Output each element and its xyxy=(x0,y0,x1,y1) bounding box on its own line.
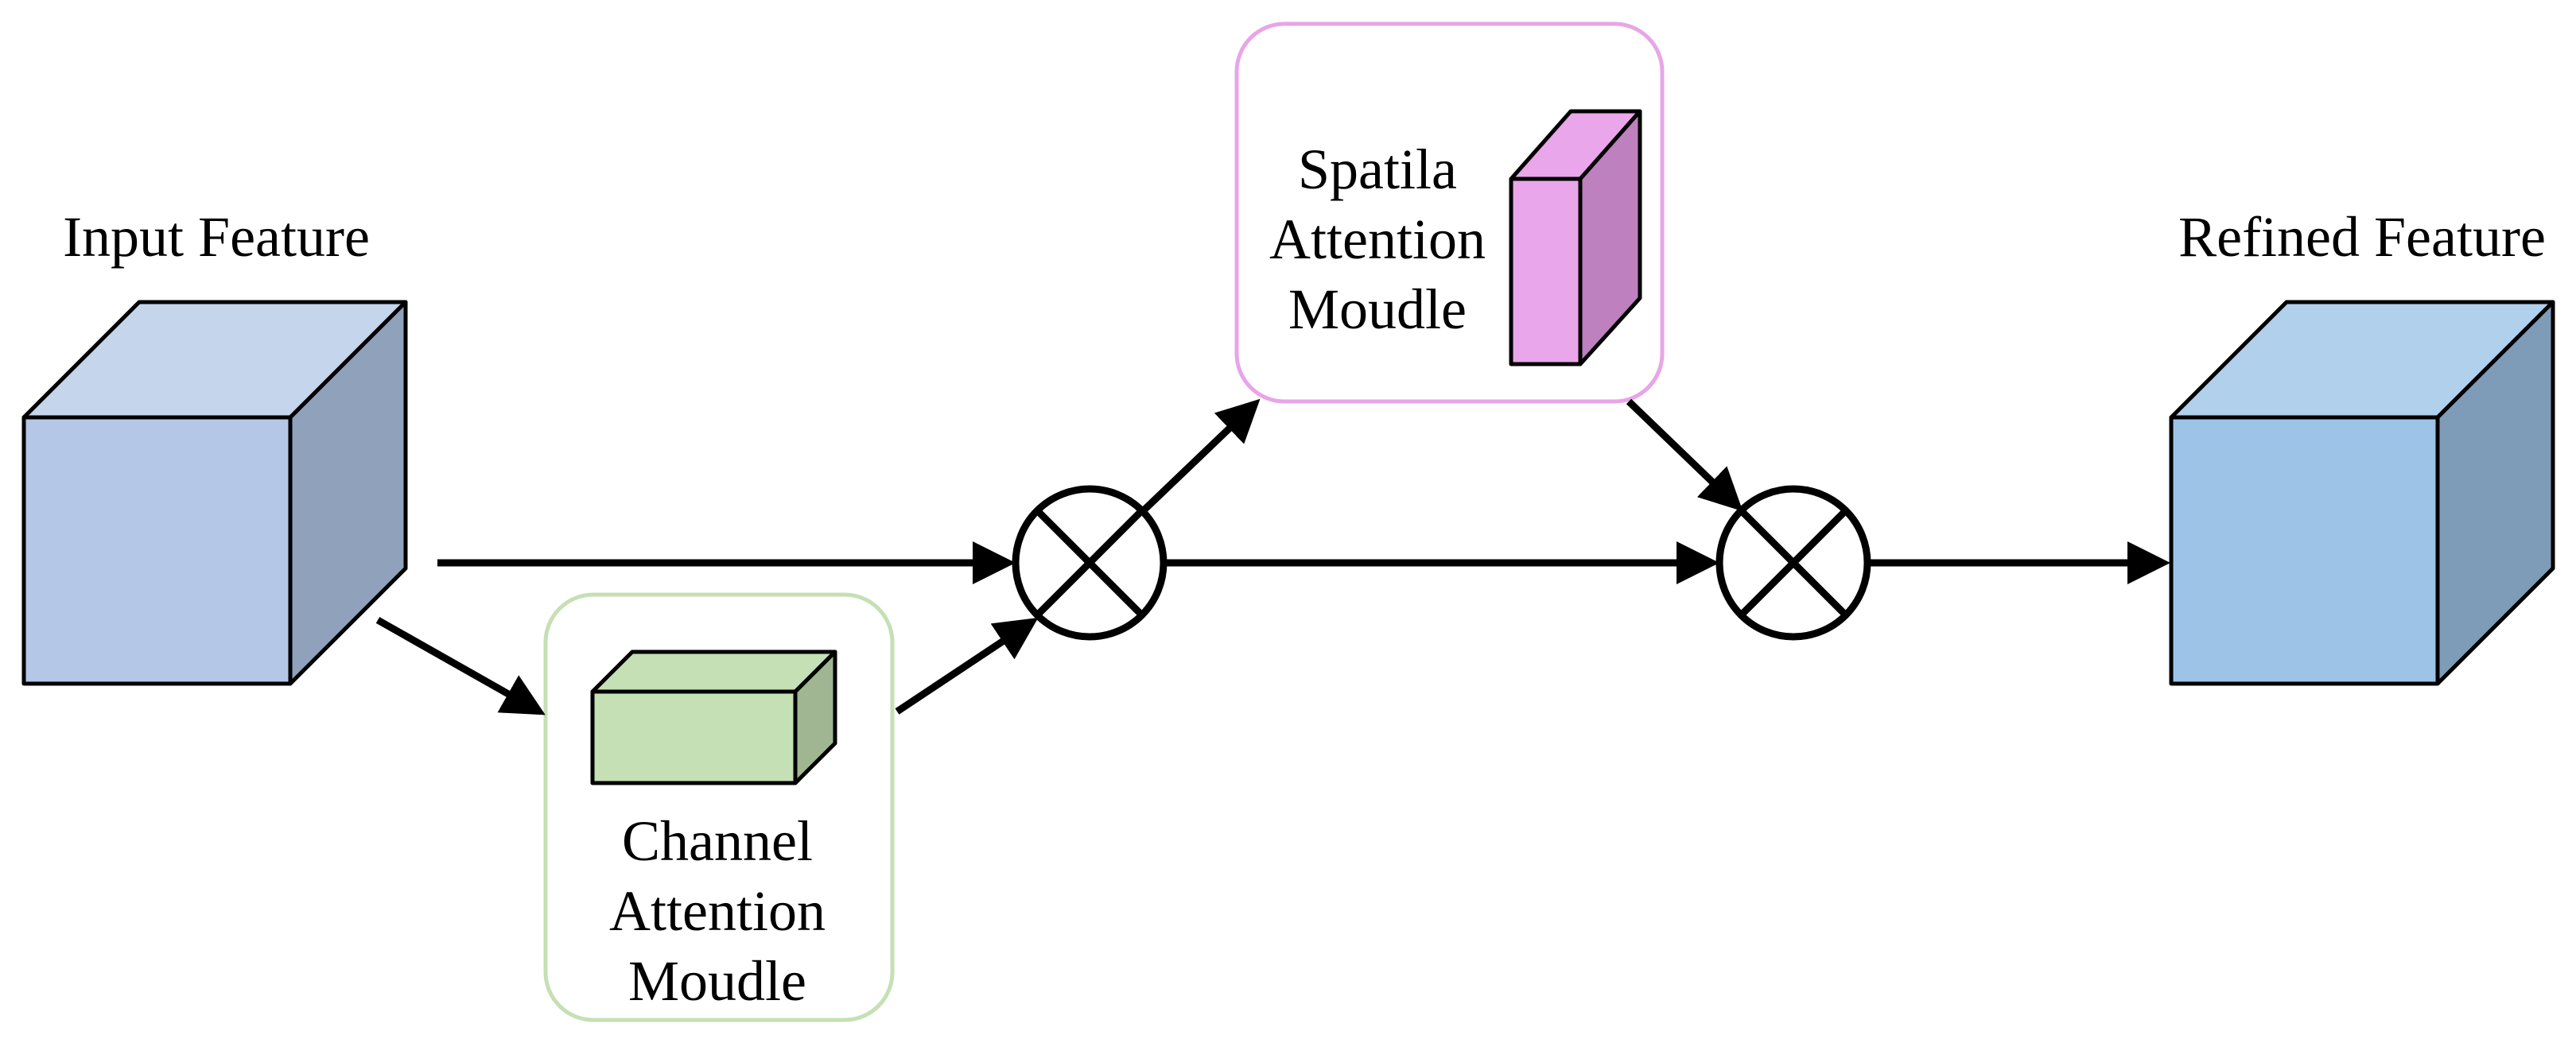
edge-input-to-channel xyxy=(375,617,546,715)
input-feature-node: Input Feature xyxy=(21,205,408,686)
edges xyxy=(375,398,2170,715)
refined-feature-node: Refined Feature xyxy=(2169,205,2555,686)
spatial-attention-node: Spatila Attention Moudle xyxy=(1234,21,1665,404)
multiply-operator-2 xyxy=(1715,485,1871,641)
refined-feature-label: Refined Feature xyxy=(2178,205,2546,269)
channel-block-front xyxy=(590,689,798,785)
channel-label-line-1: Channel xyxy=(622,809,813,873)
channel-label-line-2: Attention xyxy=(609,879,826,943)
multiply-cross-line xyxy=(1034,507,1145,618)
spatial-label-line-1: Spatila xyxy=(1298,138,1457,201)
edge-channel-to-multiply1 xyxy=(895,618,1039,715)
edge-multiply1-to-spatial xyxy=(1140,398,1261,514)
edge-spatial-to-multiply2 xyxy=(1626,398,1743,512)
refined-cube-front xyxy=(2169,415,2440,686)
spatial-block-front xyxy=(1509,176,1583,366)
channel-attention-node: Channel Attention Moudle xyxy=(543,592,895,1022)
multiply-operator-1 xyxy=(1012,485,1168,641)
spatial-label-line-3: Moudle xyxy=(1288,277,1467,341)
input-cube-front xyxy=(21,415,293,686)
multiply-cross-line xyxy=(1738,507,1849,618)
spatial-label-line-2: Attention xyxy=(1269,207,1486,271)
channel-label-line-3: Moudle xyxy=(628,949,806,1013)
input-feature-label: Input Feature xyxy=(63,205,370,269)
